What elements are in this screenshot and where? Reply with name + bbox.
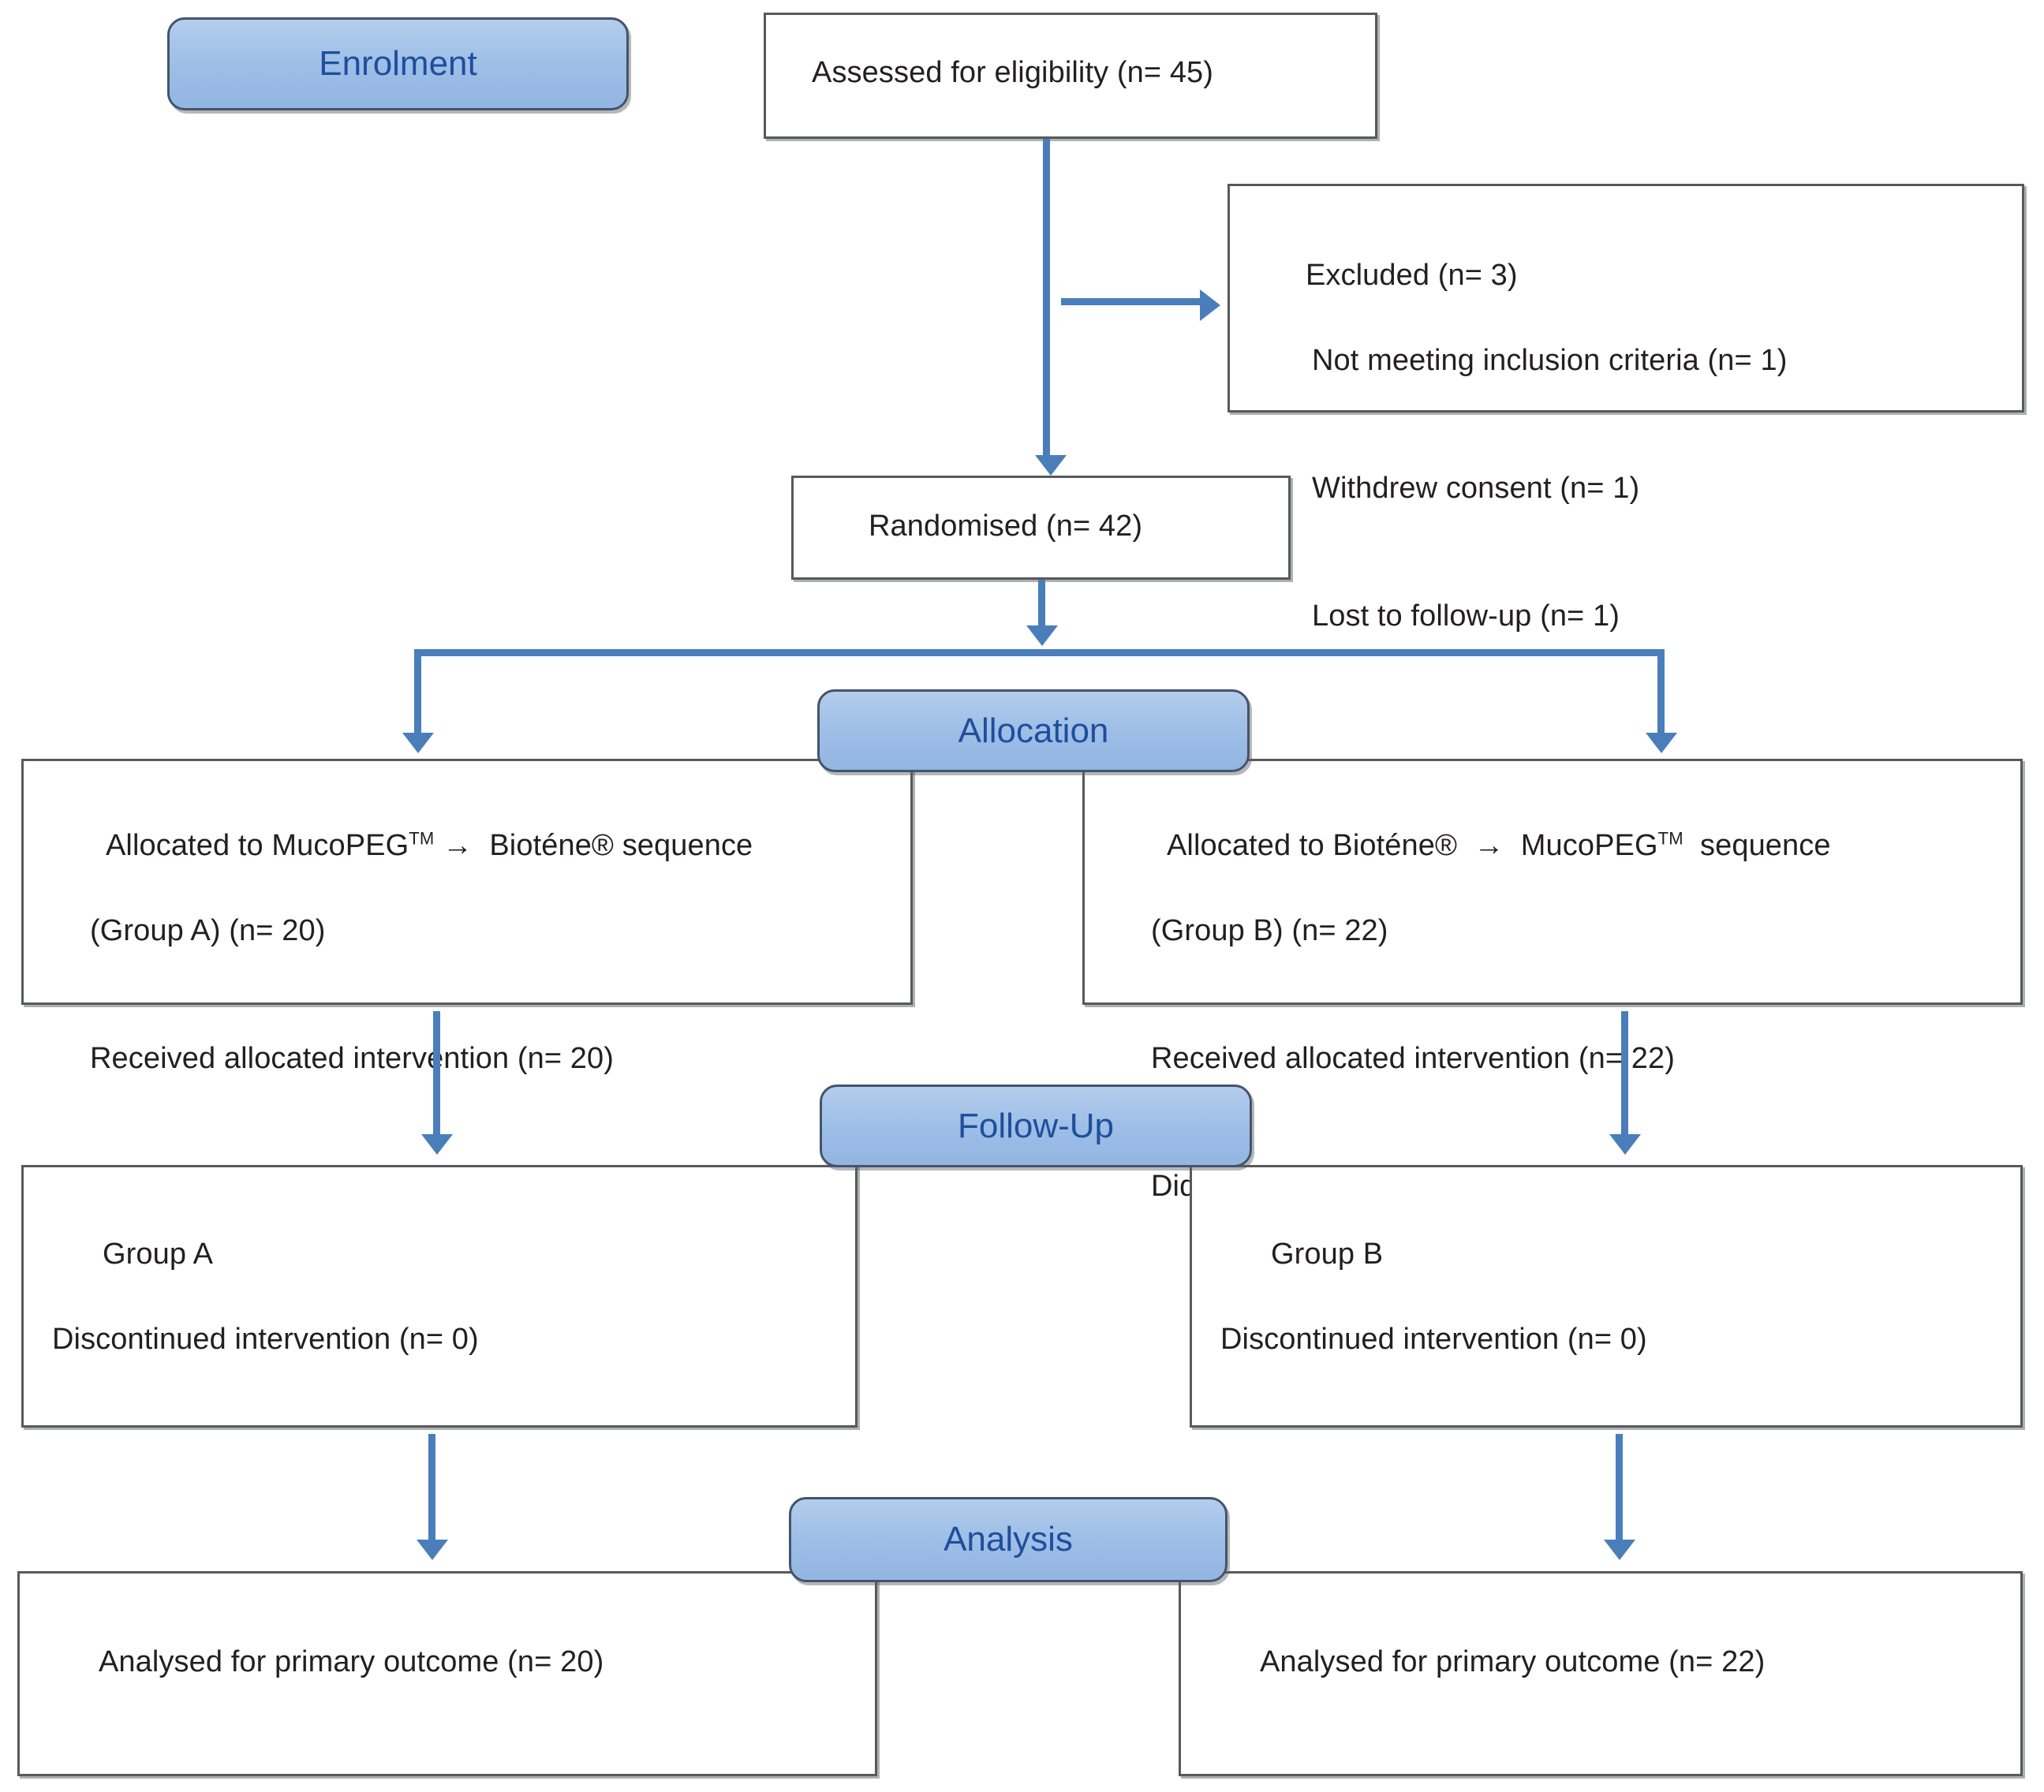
box-allocation-group-b: Allocated to Bioténe® → MucoPEGTM sequen… xyxy=(1082,759,2023,1203)
excluded-line-lost: Lost to follow-up (n= 1) xyxy=(1312,599,1620,633)
stage-pill-followup: Follow-Up xyxy=(820,1085,1252,1167)
analysis-a-spacer xyxy=(48,1727,603,1772)
box-followup-group-b: Group B Discontinued intervention (n= 0)… xyxy=(1190,1165,2023,1615)
connector-followup-a-to-analysis-a xyxy=(428,1434,435,1543)
connector-followup-b-to-analysis-b xyxy=(1616,1434,1623,1543)
excluded-line-withdrew: Withdrew consent (n= 1) xyxy=(1312,471,1640,505)
stage-pill-analysis-label: Analysis xyxy=(944,1520,1073,1559)
arrowhead-assessed-to-randomised xyxy=(1035,455,1067,476)
excluded-line-not-meeting: Not meeting inclusion criteria (n= 1) xyxy=(1312,343,1788,377)
box-allocation-group-a: Allocated to MucoPEGTM → Bioténe® sequen… xyxy=(21,759,913,1203)
allocation-b-seq-suffix: sequence xyxy=(1683,828,1831,862)
stage-pill-followup-label: Follow-Up xyxy=(957,1106,1115,1145)
stage-pill-allocation-label: Allocation xyxy=(958,711,1109,750)
analysis-b-text: Analysed for primary outcome (n= 22) Exc… xyxy=(1209,1599,1765,1792)
followup-a-line-discontinued: Discontinued intervention (n= 0) xyxy=(52,1322,479,1356)
connector-assessed-to-randomised xyxy=(1043,139,1050,458)
randomised-text: Randomised (n= 42) xyxy=(869,510,1143,543)
analysis-a-text: Analysed for primary outcome (n= 20) Exc… xyxy=(48,1599,603,1792)
followup-a-spacer xyxy=(52,1447,645,1492)
arrowhead-randomised-down xyxy=(1026,625,1058,646)
box-assessed-for-eligibility: Assessed for eligibility (n= 45) xyxy=(764,13,1377,139)
stage-pill-enrolment: Enrolment xyxy=(167,17,629,110)
box-followup-group-a: Group A Discontinued intervention (n= 0)… xyxy=(21,1165,858,1615)
arrowhead-alloc-a-to-followup-a xyxy=(421,1134,453,1155)
allocation-b-line-group: (Group B) (n= 22) xyxy=(1151,913,1388,947)
allocation-b-line-received: Received allocated intervention (n= 22) xyxy=(1151,1041,1676,1075)
followup-b-line-discontinued: Discontinued intervention (n= 0) xyxy=(1220,1322,1647,1356)
arrowhead-allocation-left xyxy=(402,733,434,753)
arrowhead-alloc-b-to-followup-b xyxy=(1609,1134,1641,1155)
arrowhead-allocation-right xyxy=(1646,733,1677,753)
trademark-superscript: TM xyxy=(409,828,435,849)
box-analysis-group-b: Analysed for primary outcome (n= 22) Exc… xyxy=(1179,1571,2023,1776)
assessed-text: Assessed for eligibility (n= 45) xyxy=(812,56,1214,89)
trademark-superscript: TM xyxy=(1657,828,1683,849)
followup-a-line-group: Group A xyxy=(102,1237,214,1271)
followup-b-spacer xyxy=(1220,1447,1813,1492)
connector-allocation-split-bar xyxy=(414,649,1665,656)
box-analysis-group-a: Analysed for primary outcome (n= 20) Exc… xyxy=(17,1571,877,1776)
stage-pill-allocation: Allocation xyxy=(817,689,1250,772)
analysis-b-spacer xyxy=(1209,1727,1765,1772)
excluded-text: Excluded (n= 3) Not meeting inclusion cr… xyxy=(1255,212,1787,722)
connector-randomised-down xyxy=(1038,580,1045,629)
allocation-b-seq-prefix: Allocated to Bioténe® → MucoPEG xyxy=(1166,828,1658,862)
allocation-b-line-sequence: Allocated to Bioténe® → MucoPEGTM sequen… xyxy=(1167,829,1831,862)
box-randomised: Randomised (n= 42) xyxy=(791,476,1291,580)
excluded-line-total: Excluded (n= 3) xyxy=(1305,258,1518,292)
allocation-a-line-sequence: Allocated to MucoPEGTM → Bioténe® sequen… xyxy=(106,829,753,862)
analysis-a-line-analysed: Analysed for primary outcome (n= 20) xyxy=(98,1645,604,1678)
allocation-a-line-group: (Group A) (n= 20) xyxy=(90,913,326,947)
followup-b-line-group: Group B xyxy=(1270,1237,1384,1271)
box-excluded: Excluded (n= 3) Not meeting inclusion cr… xyxy=(1228,184,2024,633)
arrowhead-followup-b-to-analysis-b xyxy=(1604,1540,1635,1560)
arrowhead-to-excluded xyxy=(1200,289,1220,321)
connector-alloc-a-to-followup-a xyxy=(433,1011,440,1137)
stage-pill-enrolment-label: Enrolment xyxy=(319,44,477,83)
allocation-a-line-received: Received allocated intervention (n= 20) xyxy=(90,1041,615,1075)
allocation-a-seq-prefix: Allocated to MucoPEG xyxy=(105,828,409,862)
analysis-b-line-analysed: Analysed for primary outcome (n= 22) xyxy=(1259,1645,1766,1678)
allocation-a-seq-suffix: → Bioténe® sequence xyxy=(434,828,753,862)
arrowhead-followup-a-to-analysis-a xyxy=(417,1540,448,1560)
connector-to-excluded xyxy=(1061,298,1205,305)
stage-pill-analysis: Analysis xyxy=(789,1497,1228,1582)
connector-alloc-b-to-followup-b xyxy=(1621,1011,1628,1137)
connector-allocation-left-drop xyxy=(414,649,421,736)
connector-allocation-right-drop xyxy=(1657,649,1665,736)
